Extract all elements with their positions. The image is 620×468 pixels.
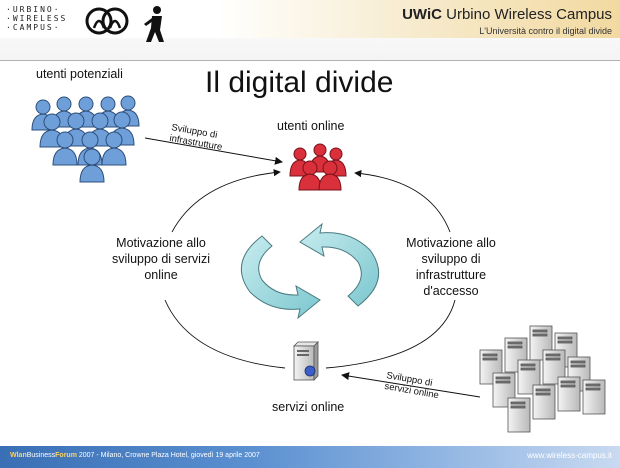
figure-icon [144, 6, 164, 42]
online-users-label: utenti online [277, 119, 345, 133]
motivation-infrastructure-label: Motivazione allo sviluppo di infrastrutt… [406, 236, 496, 298]
urbino-logo-mark [85, 7, 129, 35]
footer-event-info: WlanBusinessForum 2007 - Milano, Crowne … [10, 452, 260, 459]
slide-title: Il digital divide [205, 66, 394, 99]
slide-footer: WlanBusinessForum 2007 - Milano, Crowne … [0, 446, 620, 468]
online-users-icon [289, 143, 347, 191]
arrow-servizi [341, 372, 481, 398]
server-icon [293, 341, 319, 381]
potential-users-label: utenti potenziali [36, 67, 123, 81]
uwic-logo-text: ·URBINO· ·WIRELESS ·CAMPUS· [6, 5, 68, 32]
arc-right-top [354, 170, 451, 233]
slide-header: ·URBINO· ·WIRELESS ·CAMPUS· UWiC Urbino … [0, 0, 620, 61]
arc-left-bottom [164, 299, 286, 369]
arrow-infrastrutture [144, 137, 283, 165]
potential-users-icon [31, 95, 140, 183]
header-subtitle: L'Università contro il digital divide [479, 26, 612, 36]
cycle-arrow-right-icon [299, 222, 379, 307]
cycle-arrow-left-icon [241, 235, 321, 320]
online-services-label: servizi online [272, 400, 345, 414]
header-title: UWiC Urbino Wireless Campus [402, 6, 612, 23]
footer-website: www.wireless-campus.it [527, 451, 612, 460]
motivation-services-label: Motivazione allo sviluppo di servizi onl… [112, 236, 210, 282]
arc-right-bottom [325, 299, 456, 369]
arc-left-top [171, 169, 281, 233]
server-farm-icon [479, 325, 606, 433]
